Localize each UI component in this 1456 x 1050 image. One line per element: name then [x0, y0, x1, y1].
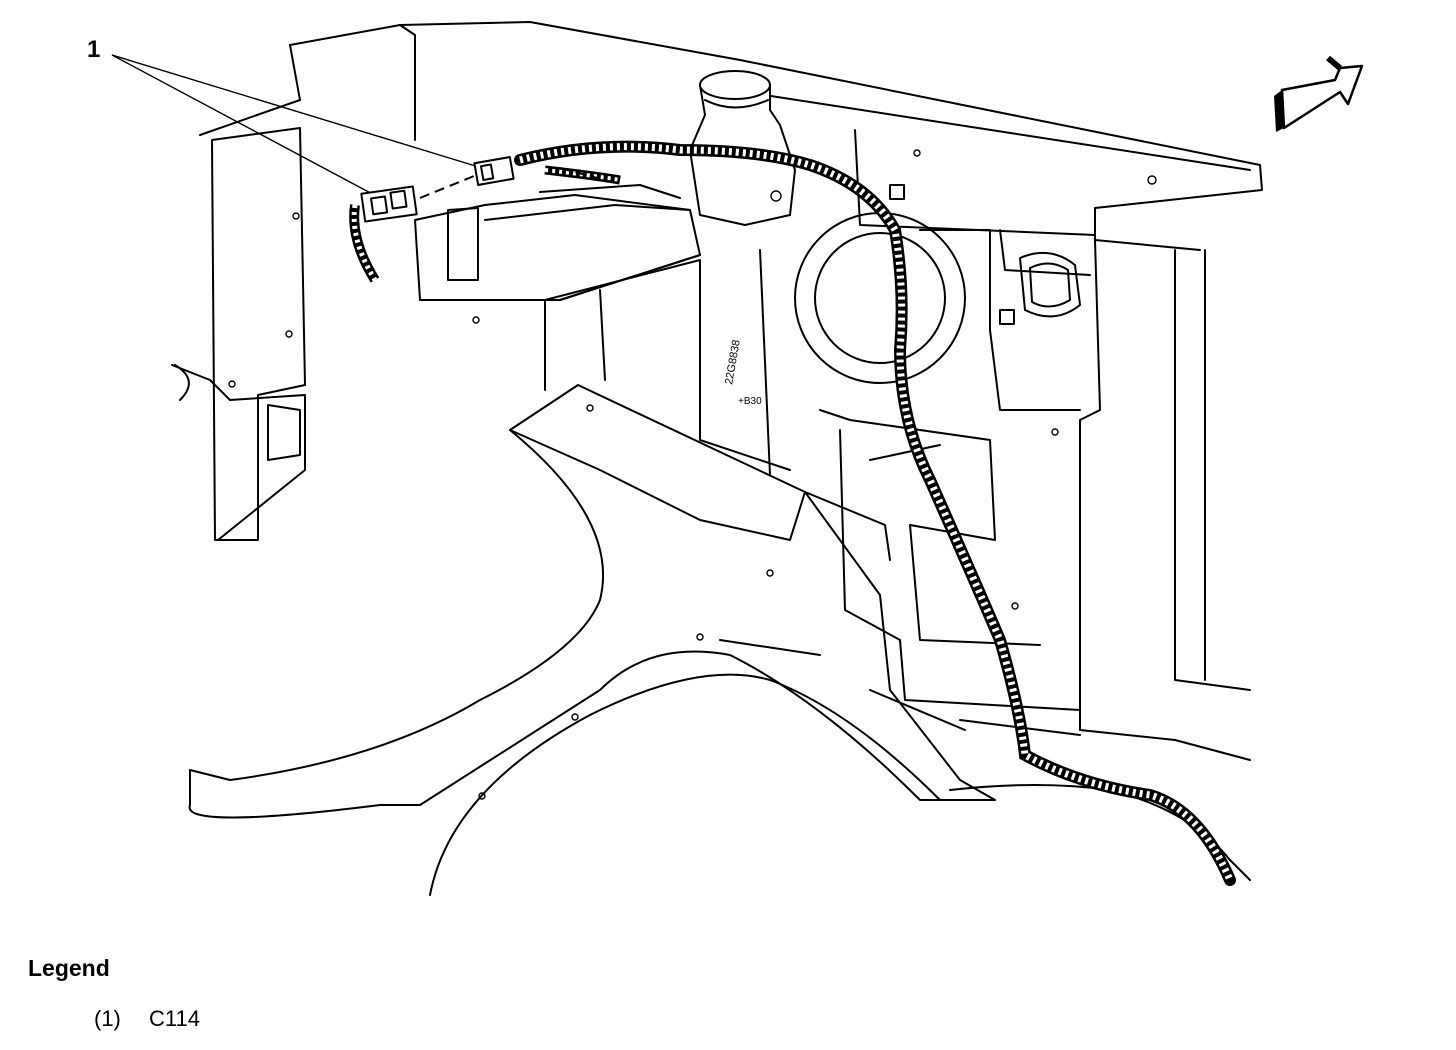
callout-label-1: 1 — [87, 36, 101, 63]
radiator-support — [199, 21, 1263, 761]
connector-c114 — [360, 156, 613, 223]
part-number-marking: 22G8838 — [723, 339, 743, 386]
battery-tray-bracket: 22G8838 +B30 — [544, 249, 791, 476]
engine-compartment-illustration: 22G8838 +B30 — [111, 21, 1364, 896]
lower-frame — [174, 149, 1251, 896]
legend-item: (1) C114 — [94, 1006, 200, 1032]
forward-arrow-icon — [1274, 55, 1364, 132]
wiring-harness — [349, 140, 1236, 886]
headlamp-housing — [794, 184, 1081, 384]
legend: Legend (1) C114 — [28, 955, 200, 1032]
part-code-marking: +B30 — [738, 396, 762, 407]
legend-item-number: (1) — [94, 1006, 121, 1031]
legend-item-description: C114 — [149, 1006, 200, 1031]
callout-leader-lines — [111, 54, 483, 198]
legend-title: Legend — [28, 955, 110, 981]
left-fender-panel — [171, 127, 306, 541]
relay-box — [414, 184, 701, 391]
